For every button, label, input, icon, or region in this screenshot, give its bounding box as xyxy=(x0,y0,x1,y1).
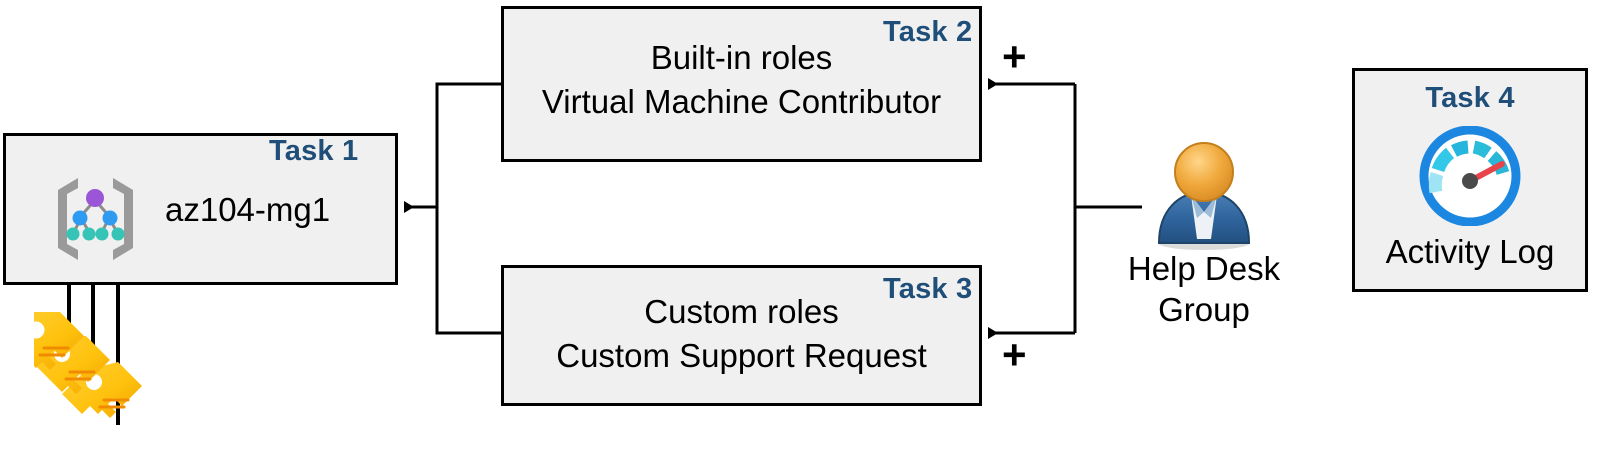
plus-sign-bottom: + xyxy=(1002,331,1027,378)
task2-text-line2: Virtual Machine Contributor xyxy=(541,83,942,120)
actor-label-line2: Group xyxy=(1158,291,1250,328)
management-group-icon xyxy=(48,174,143,264)
task4-label: Task 4 xyxy=(1425,82,1515,114)
actor-label-line1: Help Desk xyxy=(1127,250,1281,287)
user-person-icon xyxy=(1139,140,1269,255)
task1-label: Task 1 xyxy=(269,135,359,167)
task1-text: az104-mg1 xyxy=(165,191,331,228)
task3-text-line2: Custom Support Request xyxy=(556,337,927,374)
task2-text-line1: Built-in roles xyxy=(650,39,833,76)
task3-text-line1: Custom roles xyxy=(644,293,839,330)
plus-sign-top: + xyxy=(1002,33,1027,80)
task3-box[interactable] xyxy=(501,265,982,406)
activity-log-gauge-icon xyxy=(1406,125,1534,227)
task4-text: Activity Log xyxy=(1385,233,1555,270)
three-keys-icon xyxy=(4,310,169,449)
task2-label: Task 2 xyxy=(883,16,973,48)
task2-box[interactable] xyxy=(501,6,982,162)
task1-box[interactable] xyxy=(3,133,398,285)
task3-label: Task 3 xyxy=(883,273,973,305)
connector-roles-to-management-group xyxy=(404,82,501,335)
